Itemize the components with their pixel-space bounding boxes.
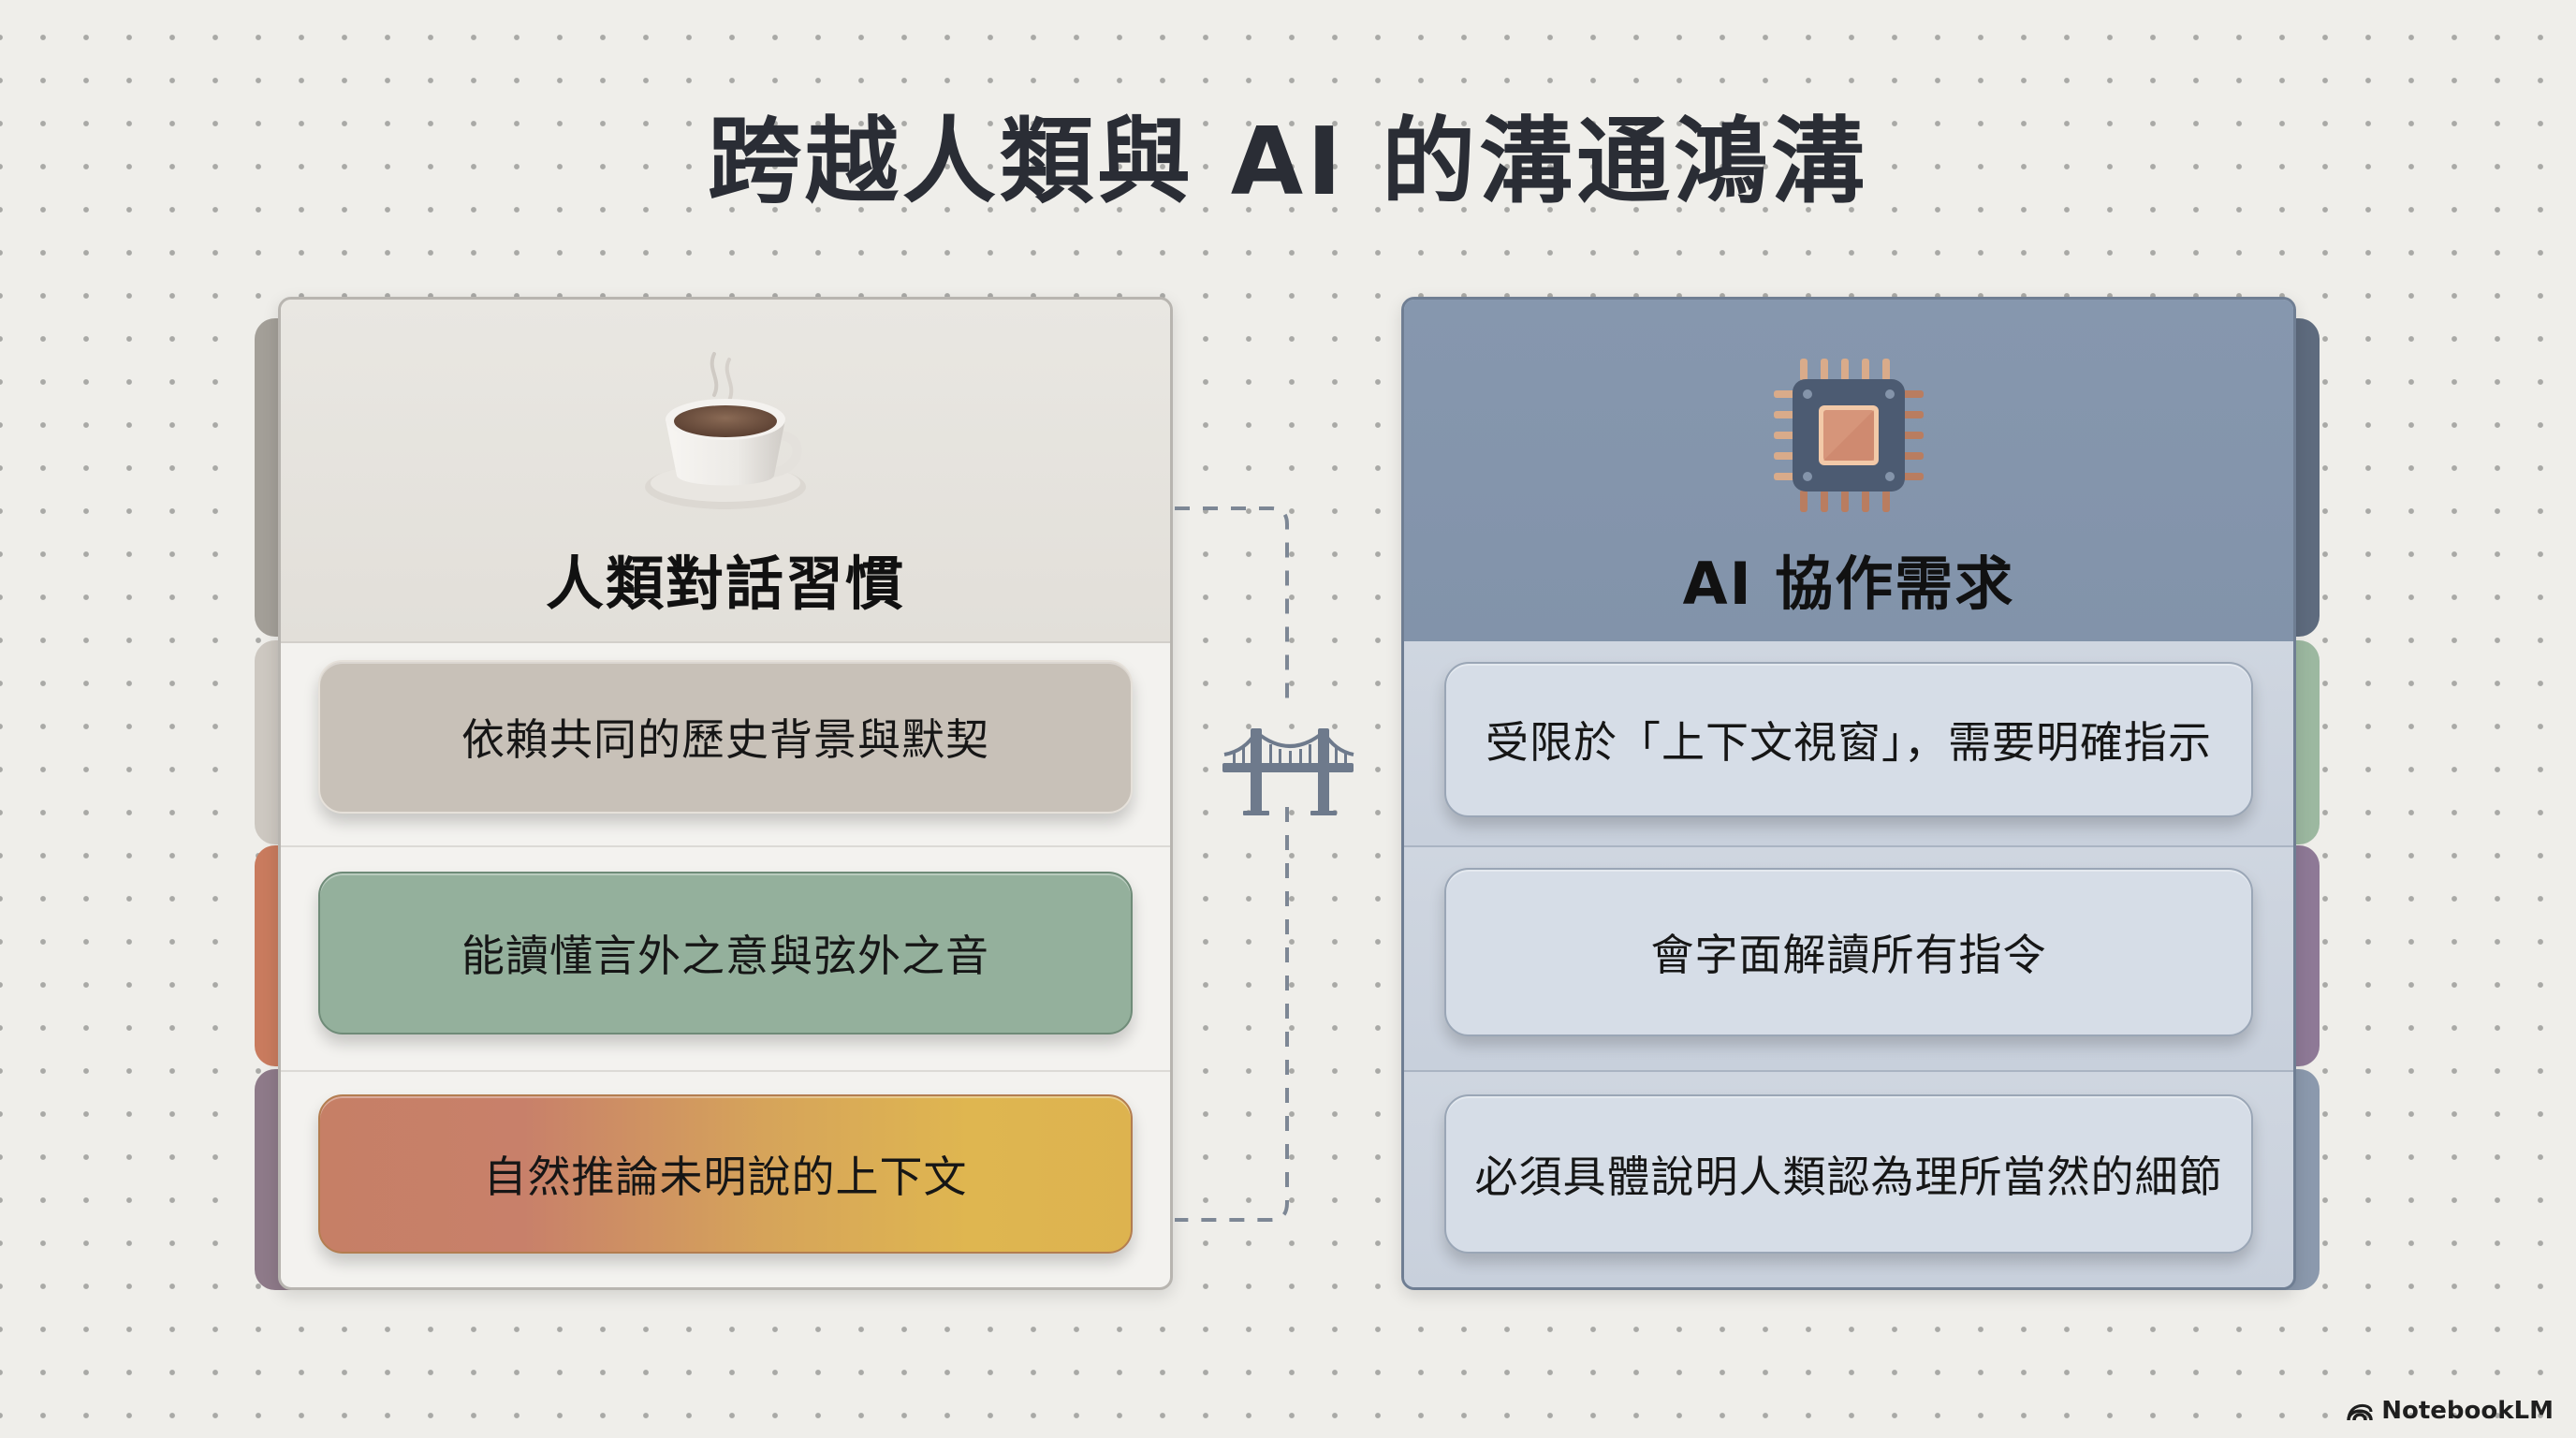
human-habits-card: 人類對話習慣 依賴共同的歷史背景與默契 能讀懂言外之意與弦外之音 自然推論未明說… (278, 297, 1173, 1290)
ai-item-context-window: 受限於「上下文視窗」，需要明確指示 (1444, 662, 2253, 817)
coffee-cup-icon (632, 346, 819, 519)
human-item-inference: 自然推論未明說的上下文 (318, 1094, 1133, 1254)
human-item-label: 能讀懂言外之意與弦外之音 (461, 931, 989, 981)
human-row-3: 自然推論未明說的上下文 (281, 1072, 1170, 1287)
bridge-icon (1222, 728, 1354, 815)
ai-needs-card: AI 協作需求 受限於「上下文視窗」，需要明確指示 會字面解讀所有指令 必須具體… (1401, 297, 2296, 1290)
human-item-shared-context: 依賴共同的歷史背景與默契 (318, 660, 1133, 814)
ai-row-1: 受限於「上下文視窗」，需要明確指示 (1404, 641, 2293, 847)
ai-needs-header: AI 協作需求 (1404, 300, 2293, 643)
human-row-1: 依賴共同的歷史背景與默契 (281, 641, 1170, 847)
ai-item-label: 受限於「上下文視窗」，需要明確指示 (1486, 717, 2212, 768)
human-row-2: 能讀懂言外之意與弦外之音 (281, 847, 1170, 1072)
ai-row-2: 會字面解讀所有指令 (1404, 847, 2293, 1072)
notebooklm-brand: NotebookLM (2346, 1397, 2554, 1425)
human-habits-header: 人類對話習慣 (281, 300, 1170, 643)
human-item-label: 自然推論未明說的上下文 (483, 1152, 968, 1202)
human-habits-title: 人類對話習慣 (545, 550, 905, 618)
ai-row-3: 必須具體說明人類認為理所當然的細節 (1404, 1072, 2293, 1287)
brand-label: NotebookLM (2381, 1397, 2554, 1425)
cpu-chip-icon (1764, 351, 1933, 523)
human-item-label: 依賴共同的歷史背景與默契 (461, 714, 989, 765)
ai-item-literal: 會字面解讀所有指令 (1444, 868, 2253, 1036)
ai-item-label: 必須具體說明人類認為理所當然的細節 (1474, 1152, 2223, 1202)
ai-item-explicit-details: 必須具體說明人類認為理所當然的細節 (1444, 1094, 2253, 1254)
page-title: 跨越人類與 AI 的溝通鴻溝 (707, 107, 1869, 216)
human-item-subtext: 能讀懂言外之意與弦外之音 (318, 872, 1133, 1034)
ai-item-label: 會字面解讀所有指令 (1650, 930, 2047, 980)
ai-needs-title: AI 協作需求 (1682, 550, 2015, 618)
notebooklm-logo-icon (2347, 1403, 2373, 1421)
